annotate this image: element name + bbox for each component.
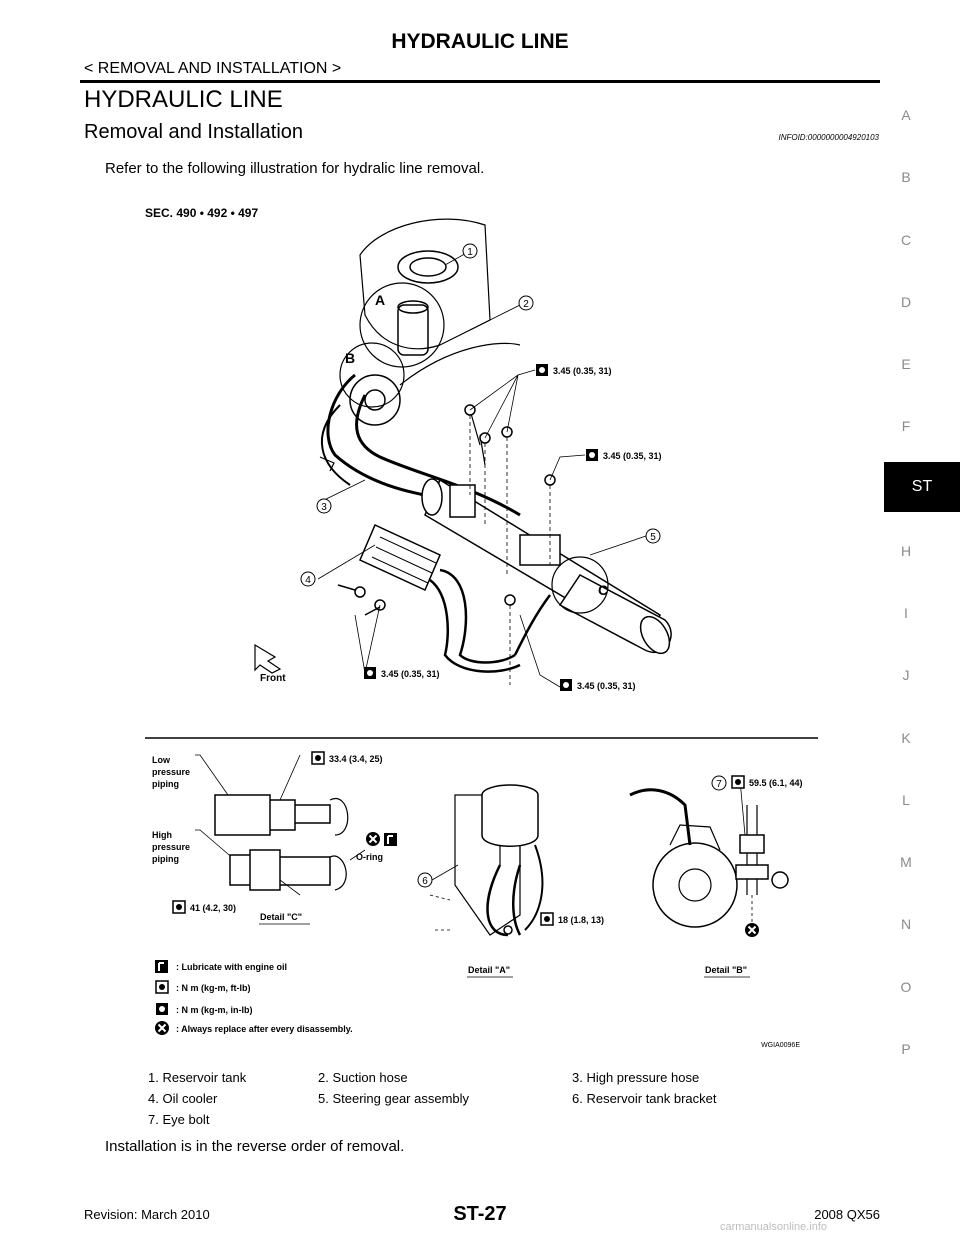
callout-7: 7	[716, 779, 722, 790]
torque-label: 41 (4.2, 30)	[190, 903, 236, 913]
callout-5: 5	[650, 532, 656, 543]
hydraulic-line-illustration: SEC. 490 • 492 • 497	[145, 206, 818, 1049]
sidebar-letter[interactable]: N	[900, 916, 912, 932]
footer-model: 2008 QX56	[814, 1207, 880, 1222]
sidebar-letter[interactable]: M	[900, 854, 912, 870]
sidebar-letter[interactable]: H	[900, 543, 912, 559]
section-title: HYDRAULIC LINE	[84, 86, 283, 113]
high-pressure-label-2: pressure	[152, 842, 190, 852]
sidebar-letter-active[interactable]: ST	[884, 462, 960, 512]
detail-c-label: Detail "C"	[260, 912, 302, 922]
legend-item: 3. High pressure hose	[572, 1070, 700, 1085]
callout-4: 4	[305, 575, 311, 586]
callout-3: 3	[321, 502, 327, 513]
low-pressure-label-2: pressure	[152, 767, 190, 777]
front-label: Front	[260, 673, 286, 684]
sidebar-letter[interactable]: E	[901, 356, 911, 372]
intro-text: Refer to the following illustration for …	[105, 160, 485, 177]
torque-label: 3.45 (0.35, 31)	[603, 451, 662, 461]
callout-6: 6	[422, 876, 428, 887]
page-header-subtitle: < REMOVAL AND INSTALLATION >	[84, 60, 342, 77]
sidebar-letter[interactable]: L	[902, 792, 910, 808]
label-c: C	[598, 582, 608, 598]
figure-code: WGIA0096E	[761, 1042, 800, 1049]
section-index-sidebar: A B C D E F ST H I J K L M N O P	[884, 0, 960, 1242]
info-id: INFOID:0000000004920103	[778, 133, 879, 142]
torque-label: 3.45 (0.35, 31)	[577, 681, 636, 691]
detail-b-label: Detail "B"	[705, 965, 747, 975]
legend-item: 2. Suction hose	[318, 1070, 408, 1085]
key-nm-inlb: : N m (kg-m, in-lb)	[176, 1005, 253, 1015]
key-lubricate: : Lubricate with engine oil	[176, 962, 287, 972]
legend-row: 1. Reservoir tank 2. Suction hose 3. Hig…	[148, 1070, 848, 1088]
label-a: A	[375, 292, 385, 308]
footer-page-number: ST-27	[453, 1203, 507, 1225]
sidebar-letter[interactable]: J	[902, 667, 910, 683]
legend-row: 4. Oil cooler 5. Steering gear assembly …	[148, 1091, 848, 1109]
high-pressure-label-1: High	[152, 830, 172, 840]
sidebar-letter[interactable]: B	[901, 169, 911, 185]
sidebar-letter[interactable]: P	[901, 1041, 911, 1057]
low-pressure-label-3: piping	[152, 779, 179, 789]
torque-label: 3.45 (0.35, 31)	[553, 366, 612, 376]
high-pressure-label-3: piping	[152, 854, 179, 864]
callout-1: 1	[467, 247, 473, 258]
torque-label: 59.5 (6.1, 44)	[749, 778, 803, 788]
front-arrow-icon	[254, 643, 282, 674]
legend-item: 6. Reservoir tank bracket	[572, 1091, 717, 1106]
subsection-title: Removal and Installation	[84, 121, 304, 143]
low-pressure-label-1: Low	[152, 755, 171, 765]
legend-row: 7. Eye bolt	[148, 1112, 848, 1130]
page-header-title: HYDRAULIC LINE	[391, 30, 569, 53]
sidebar-letter[interactable]: C	[900, 232, 912, 248]
oring-label: O-ring	[356, 852, 383, 862]
legend-item: 7. Eye bolt	[148, 1112, 210, 1127]
sidebar-letter[interactable]: O	[900, 979, 912, 995]
torque-label: 3.45 (0.35, 31)	[381, 669, 440, 679]
sidebar-letter[interactable]: F	[901, 418, 911, 434]
legend-item: 5. Steering gear assembly	[318, 1091, 470, 1106]
detail-a-label: Detail "A"	[468, 965, 510, 975]
label-b: B	[345, 350, 355, 366]
sidebar-letter[interactable]: A	[901, 107, 911, 123]
installation-note: Installation is in the reverse order of …	[105, 1138, 405, 1155]
key-replace: : Always replace after every disassembly…	[176, 1024, 353, 1034]
torque-label: 33.4 (3.4, 25)	[329, 754, 383, 764]
callout-2: 2	[523, 299, 529, 310]
legend-item: 4. Oil cooler	[148, 1091, 218, 1106]
legend-item: 1. Reservoir tank	[148, 1070, 247, 1085]
key-nm-ftlb: : N m (kg-m, ft-lb)	[176, 983, 251, 993]
sidebar-letter[interactable]: D	[900, 294, 912, 310]
torque-label: 18 (1.8, 13)	[558, 915, 604, 925]
footer-revision: Revision: March 2010	[84, 1207, 210, 1222]
sec-reference: SEC. 490 • 492 • 497	[145, 206, 258, 220]
sidebar-letter[interactable]: K	[901, 730, 911, 746]
footer-watermark: carmanualsonline.info	[720, 1221, 828, 1233]
sidebar-letter[interactable]: I	[904, 605, 908, 621]
header-divider	[80, 80, 880, 83]
